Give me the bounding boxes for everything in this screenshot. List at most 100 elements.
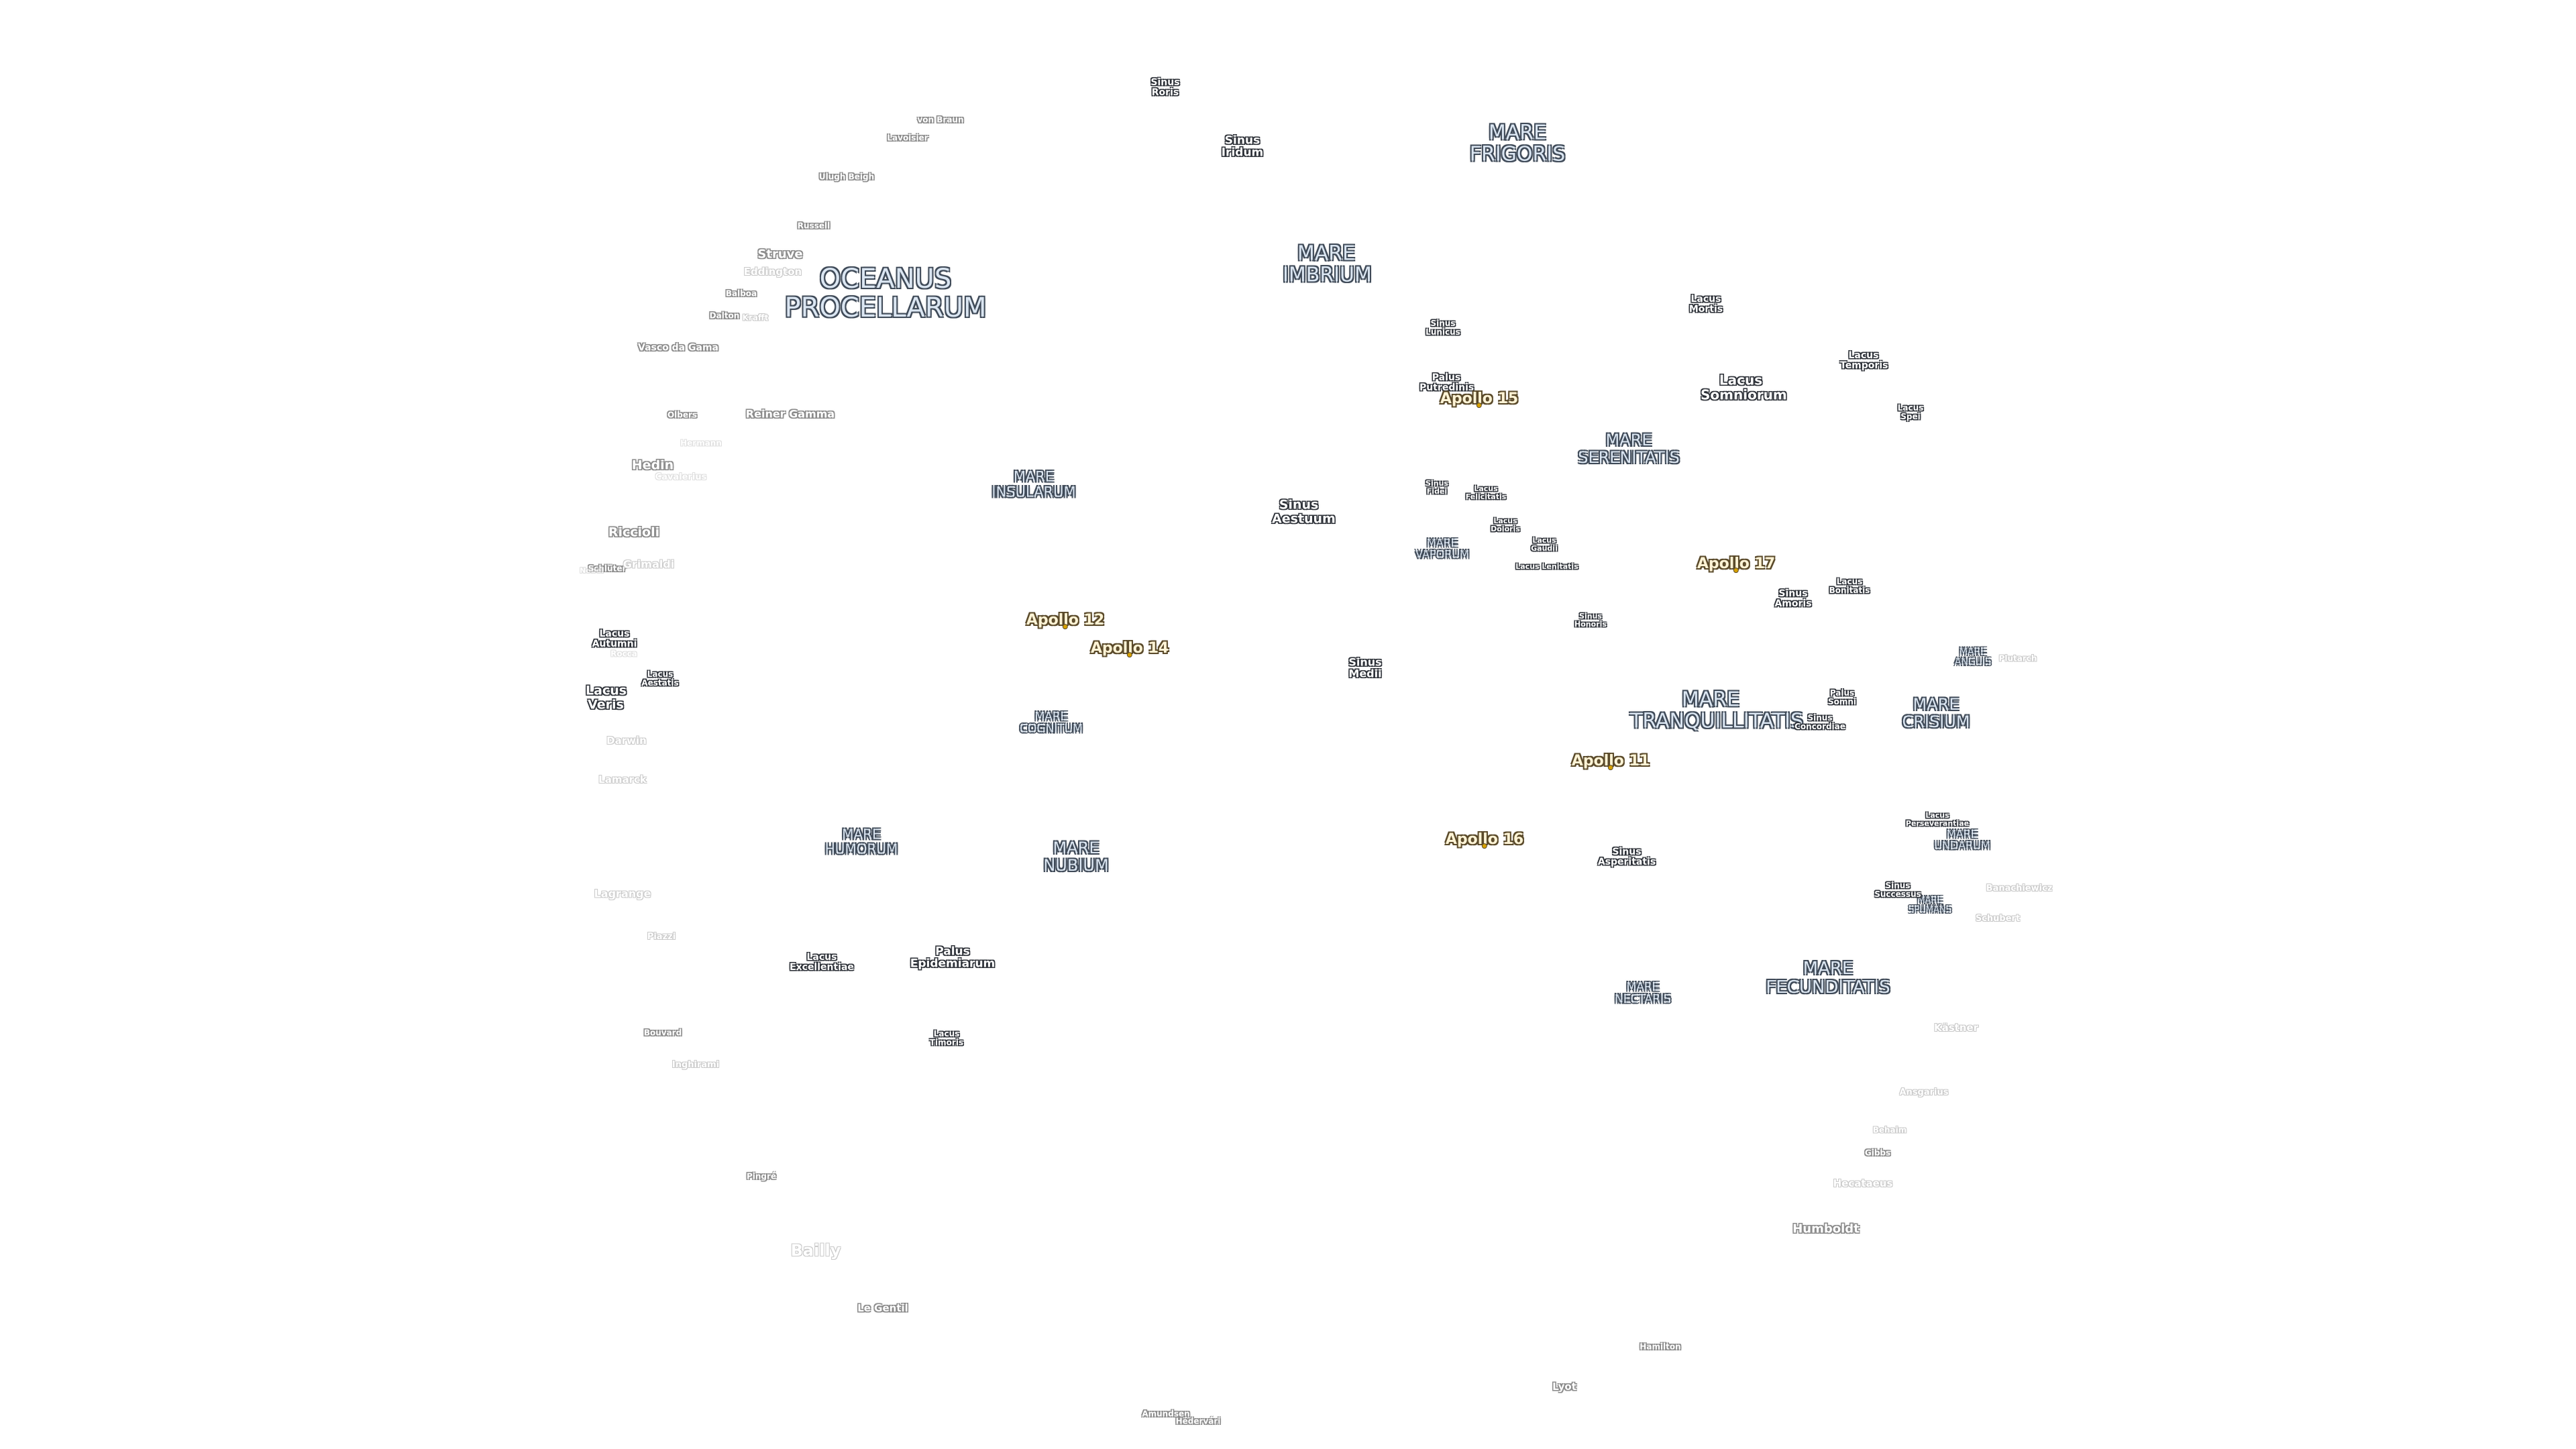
crater-label: Schlüter [588, 564, 627, 574]
feature-label: Sinus Lunicus [1426, 319, 1460, 337]
crater-label: Le Gentil [857, 1301, 908, 1314]
mare-label: MARE IMBRIUM [1283, 241, 1372, 287]
mare-label: MARE VAPORUM [1415, 536, 1469, 561]
crater-label: Piazzi [647, 931, 676, 942]
feature-label: Lacus Doloris [1491, 517, 1520, 533]
apollo-15-site: Apollo 15 [1440, 390, 1519, 408]
feature-label: Lacus Spei [1897, 403, 1924, 421]
crater-label: Eddington [743, 265, 802, 278]
feature-label: Lacus Temporis [1840, 350, 1888, 371]
feature-label: Sinus Amoris [1774, 588, 1812, 609]
crater-label: Humboldt [1792, 1222, 1860, 1236]
crater-label: von Braun [917, 115, 964, 125]
ocean-label: OCEANUS PROCELLARUM [784, 263, 987, 323]
crater-label: Darwin [606, 734, 647, 747]
feature-label: Sinus Concordiae [1794, 713, 1845, 731]
feature-label: Lacus Mortis [1688, 293, 1723, 315]
crater-label: Kästner [1933, 1021, 1979, 1034]
mare-label: MARE FRIGORIS [1469, 121, 1566, 166]
mare-label: MARE INSULARUM [991, 468, 1076, 500]
feature-label: Sinus Asperitatis [1597, 846, 1656, 867]
landing-dot-icon [1127, 653, 1132, 657]
crater-label: Rocca [610, 649, 637, 659]
feature-label: Sinus Successus [1874, 881, 1921, 899]
crater-label: Ansgarius [1899, 1087, 1949, 1097]
feature-label: Lacus Aestatis [641, 669, 679, 688]
crater-label: Hermann [680, 438, 722, 448]
mare-label: MARE SPUMANS [1909, 895, 1951, 915]
crater-label: Pingré [746, 1171, 777, 1181]
crater-label: Inghirami [672, 1059, 720, 1070]
crater-label: Olbers [667, 410, 698, 420]
landing-dot-icon [1477, 403, 1481, 407]
crater-label: Lagrange [594, 887, 651, 900]
crater-label: Ulugh Beigh [818, 172, 875, 182]
crater-label: Amundsen [1142, 1409, 1190, 1419]
crater-label: Russell [797, 221, 830, 231]
crater-label: Plutarch [1998, 653, 2037, 663]
crater-label: Lamarck [598, 773, 647, 786]
mare-label: MARE FECUNDITATIS [1766, 958, 1890, 998]
feature-label: Lacus Veris [586, 683, 627, 712]
mare-label: MARE HUMORUM [824, 826, 898, 857]
crater-label: Hedin [631, 458, 674, 473]
landing-dot-icon [1482, 844, 1487, 848]
feature-label: Lacus Bonitatis [1829, 577, 1870, 595]
apollo-16-site: Apollo 16 [1445, 831, 1524, 849]
feature-label: Palus Somni [1827, 688, 1857, 706]
crater-label: Lyot [1552, 1380, 1576, 1393]
mare-label: MARE UNDARUM [1934, 827, 1990, 852]
crater-label: Balboa [725, 288, 757, 299]
crater-label: Cavalerius [655, 472, 707, 482]
feature-label: Sinus Medii [1348, 655, 1382, 680]
feature-label: Lacus Timoris [929, 1029, 964, 1047]
crater-label: Gibbs [1864, 1148, 1891, 1158]
feature-label: Sinus Fidei [1426, 479, 1448, 496]
crater-label: Bailly [790, 1241, 841, 1260]
feature-label: Lacus Excellentiae [790, 951, 854, 973]
crater-label: Vasco da Gama [638, 342, 718, 354]
mare-label: MARE CRISIUM [1902, 695, 1970, 731]
feature-label: Lacus Lenitatis [1515, 562, 1578, 572]
mare-label: MARE COGNITUM [1020, 710, 1083, 736]
crater-label: Bouvard [643, 1028, 682, 1038]
crater-label: Hamilton [1640, 1342, 1681, 1352]
crater-label: Reiner Gamma [745, 407, 835, 421]
feature-label: Palus Epidemiarum [910, 945, 996, 971]
feature-label: Lacus Felicitatis [1465, 484, 1507, 501]
mare-label: MARE SERENITATIS [1578, 431, 1680, 467]
crater-label: Schubert [1975, 913, 2021, 924]
crater-label: Grimaldi [623, 557, 675, 571]
feature-label: Lacus Gaudii [1531, 536, 1558, 553]
crater-label: Behaim [1872, 1125, 1907, 1135]
crater-label: Krafft [742, 313, 769, 323]
feature-label: Palus Putredinis [1419, 372, 1474, 393]
mare-label: MARE ANGUIS [1954, 646, 1992, 667]
mare-label: MARE NECTARIS [1615, 980, 1671, 1006]
feature-label: Sinus Roris [1150, 76, 1180, 98]
crater-label: Lavoisier [887, 133, 928, 143]
landing-dot-icon [1608, 765, 1613, 769]
crater-label: Riccioli [608, 525, 660, 540]
crater-label: Struve [757, 247, 803, 262]
mare-label: MARE TRANQUILLITATIS [1630, 688, 1804, 733]
apollo-12-site: Apollo 12 [1026, 612, 1105, 629]
apollo-11-site: Apollo 11 [1571, 753, 1650, 770]
crater-label: Dalton [709, 311, 740, 321]
crater-label: Hédervári [1175, 1416, 1221, 1426]
feature-label: Sinus Aestuum [1272, 497, 1336, 526]
landing-dot-icon [1063, 625, 1067, 629]
landing-dot-icon [1733, 568, 1738, 572]
feature-label: Lacus Perseverantiae [1905, 811, 1970, 828]
feature-label: Sinus Honoris [1574, 612, 1607, 629]
crater-label: Banachiewicz [1986, 883, 2053, 894]
crater-label: Hecataeus [1833, 1177, 1893, 1189]
feature-label: Lacus Autumni [592, 628, 637, 649]
apollo-17-site: Apollo 17 [1697, 555, 1776, 573]
feature-label: Sinus Iridum [1221, 133, 1264, 160]
apollo-14-site: Apollo 14 [1090, 640, 1169, 657]
crater-label: Nobel [580, 566, 604, 576]
mare-label: MARE NUBIUM [1043, 839, 1109, 875]
feature-label: Lacus Somniorum [1701, 372, 1787, 402]
